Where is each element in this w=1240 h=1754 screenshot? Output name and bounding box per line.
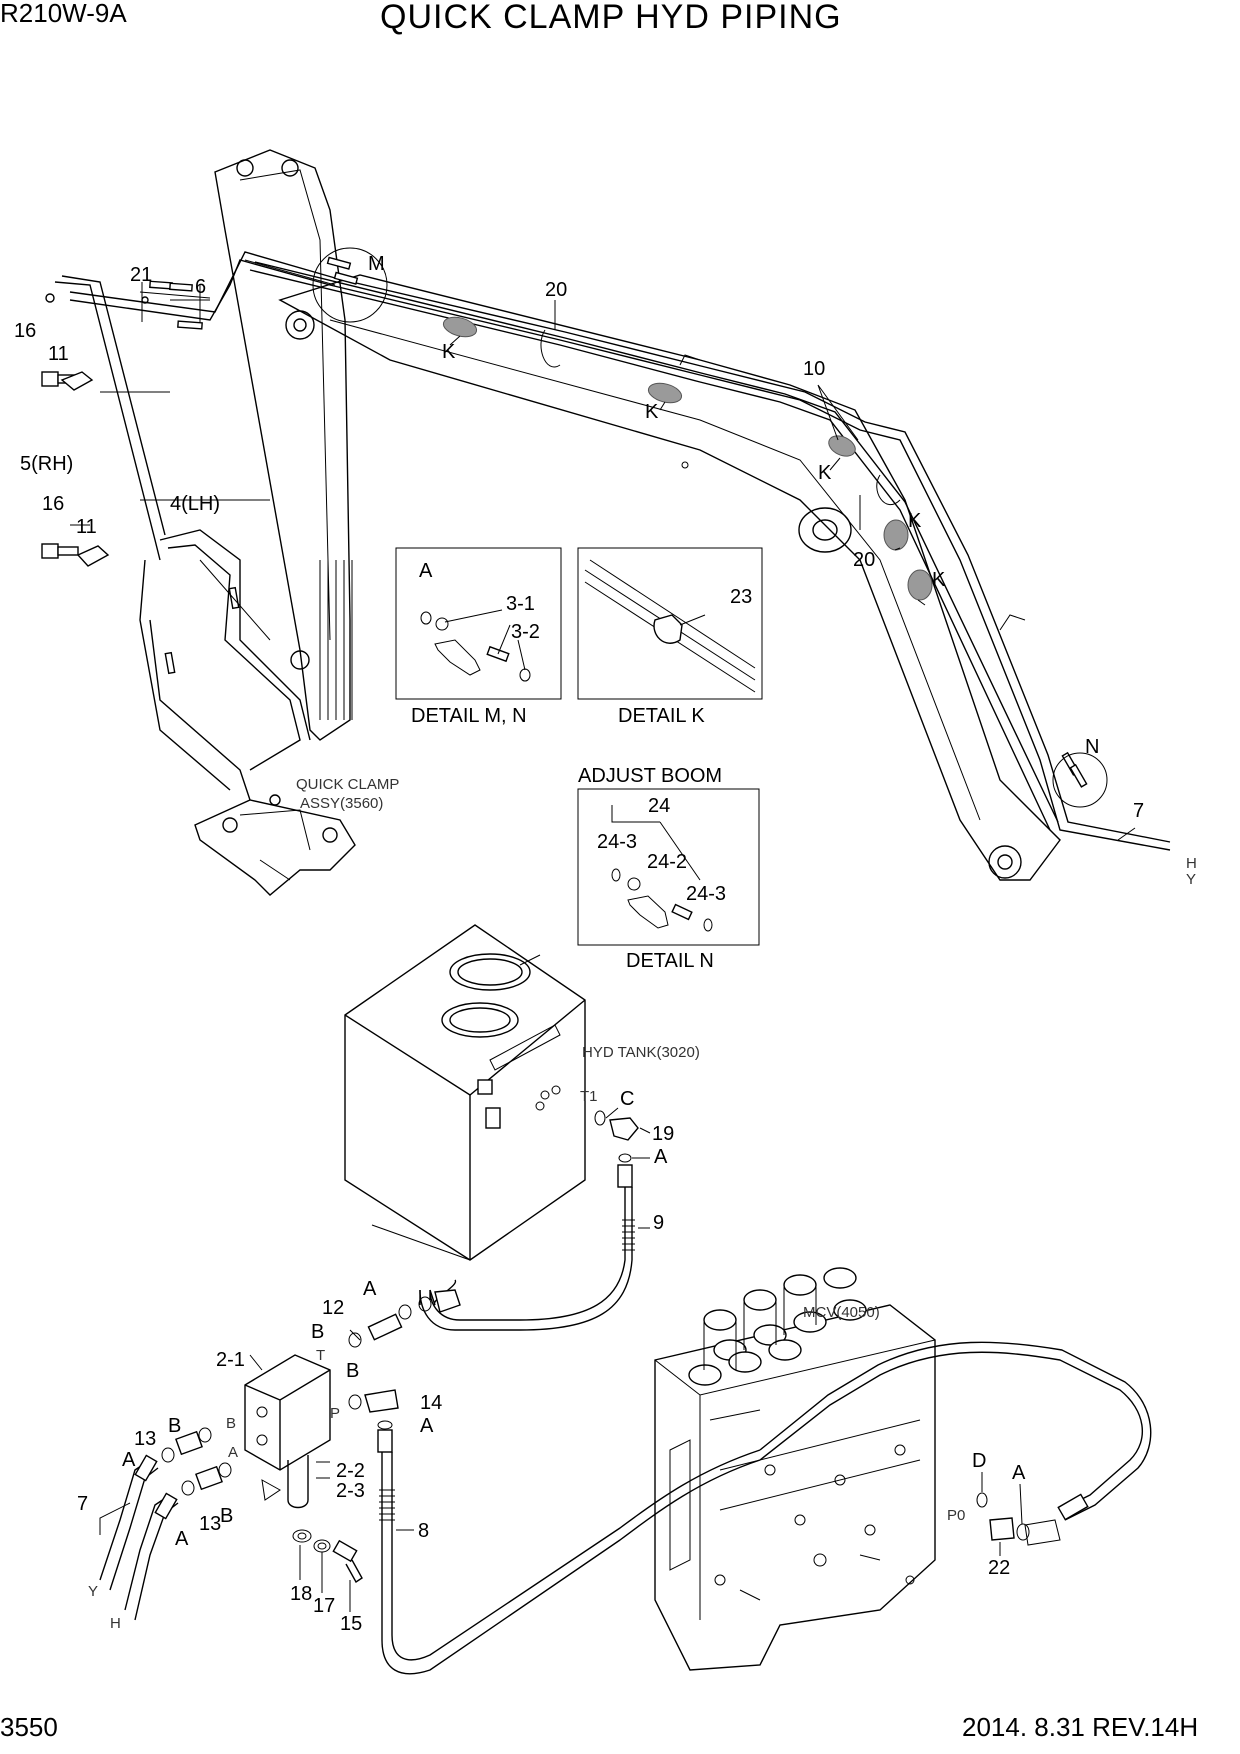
callout-6: 6 [195,276,206,298]
callout-7: 7 [1133,800,1144,822]
mcv-valve: MCV(4050) P0 [654,1267,965,1671]
callout-24-2: 24-2 [647,851,687,873]
callout-3-1: 3-1 [506,593,535,615]
callout-N: N [1085,736,1099,758]
callout-18: 18 [290,1583,312,1605]
page-number: 3550 [0,1712,58,1742]
detail-n-caption: DETAIL N [626,950,714,972]
callout-17: 17 [313,1595,335,1617]
callout-20: 20 [545,279,567,301]
hyd-tank: HYD TANK(3020) T1 [344,924,700,1261]
callout-21: 21 [130,264,152,286]
callout-A: A [175,1528,189,1550]
callout-22: 22 [988,1557,1010,1579]
pilot-line: D A 22 [759,1341,1152,1579]
revision-date: 2014. 8.31 REV.14H [962,1712,1199,1742]
callout-15: 15 [340,1613,362,1635]
callout-A: A [122,1449,136,1471]
hose-end-H: H [1186,855,1197,872]
quick-clamp-valve [99,1289,761,1675]
callout-D: D [972,1450,986,1472]
valve-callouts: A 12 B T 2-1 B P 14 A B B 13 A A 2-2 2-3… [77,1278,442,1635]
detail-m-n-caption: DETAIL M, N [411,705,527,727]
callout-K: K [818,462,832,484]
hose-end-Y: Y [88,1583,98,1600]
detail-k-box: 23 DETAIL K [577,547,763,727]
mcv-ref: MCV(4050) [803,1304,880,1321]
callout-2-3: 2-3 [336,1480,365,1502]
callout-2-1: 2-1 [216,1349,245,1371]
detail-m-n-box: A 3-1 3-2 DETAIL M, N [395,547,562,727]
callout-A: A [654,1146,668,1168]
port-T: T [316,1347,325,1364]
callout-C: C [620,1088,634,1110]
callout-14: 14 [420,1392,442,1414]
detail-k-caption: DETAIL K [618,705,705,727]
callout-M: M [368,253,385,275]
callout-13: 13 [199,1513,221,1535]
port-P0: P0 [947,1507,965,1524]
return-hose-9: C 19 A 9 [419,1088,674,1331]
callout-B: B [311,1321,324,1343]
callout-B: B [220,1505,233,1527]
detail-n-box: ADJUST BOOM 24 24-3 24-2 24-3 DETAIL N [577,765,760,972]
callout-23: 23 [730,586,752,608]
callout-A: A [363,1278,377,1300]
hose-end-H: H [110,1615,121,1632]
adjust-boom-caption: ADJUST BOOM [578,765,722,787]
page-title: QUICK CLAMP HYD PIPING [380,0,842,36]
callout-7: 7 [77,1493,88,1515]
callout-19: 19 [652,1123,674,1145]
callout-K: K [442,341,456,363]
callout-A: A [419,560,433,582]
callout-12: 12 [322,1297,344,1319]
callout-20: 20 [853,549,875,571]
callout-4lh: 4(LH) [170,493,220,515]
callout-K: K [908,510,922,532]
callout-9: 9 [653,1212,664,1234]
callout-24-3: 24-3 [597,831,637,853]
port-A: A [228,1444,238,1461]
port-P: P [330,1405,340,1422]
callout-A: A [1012,1462,1026,1484]
port-T1: T1 [580,1088,598,1105]
callout-B: B [168,1415,181,1437]
port-B: B [226,1415,236,1432]
model-number: R210W-9A [0,0,127,28]
callout-8: 8 [418,1520,429,1542]
hose-end-Y: Y [1186,871,1196,888]
boom-assembly [194,149,1061,896]
boom-callouts: 21 6 M 20 K K 10 K 20 K K 16 11 5(RH) 4(… [14,253,1197,888]
callout-24-3: 24-3 [686,883,726,905]
callout-10: 10 [803,358,825,380]
callout-11: 11 [48,343,69,365]
callout-11: 11 [76,516,97,538]
callout-2-2: 2-2 [336,1460,365,1482]
boom-piping [41,247,1171,851]
callout-K: K [645,401,659,423]
callout-3-2: 3-2 [511,621,540,643]
callout-A: A [420,1415,434,1437]
callout-13: 13 [134,1428,156,1450]
quick-clamp-ref-line1: QUICK CLAMP [296,776,399,793]
callout-16: 16 [14,320,36,342]
callout-24: 24 [648,795,670,817]
quick-clamp-ref-line2: ASSY(3560) [300,795,383,812]
callout-5rh: 5(RH) [20,453,73,475]
callout-B: B [346,1360,359,1382]
hyd-tank-ref: HYD TANK(3020) [582,1044,700,1061]
callout-16: 16 [42,493,64,515]
callout-K: K [932,569,946,591]
